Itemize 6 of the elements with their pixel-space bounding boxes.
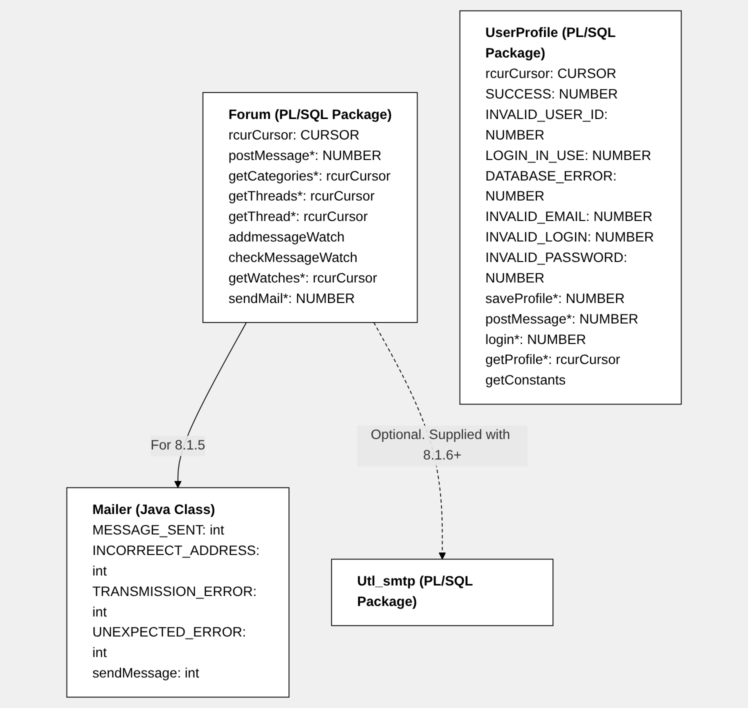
node-box: UserProfile (PL/SQL Package) rcurCursor: CURSOR SUCCESS: NUMBER INVALID_USER_ID: NUMBER LOGIN_IN_USE: NUMBER DATABASE_ERROR: NUMBER INVALID_EMAIL: NUMBER INVALID_LOGIN: NUMBER INVALID_PASSWORD: NUMBER saveProfile*: NUMBER postMessage*: NUMBER login*: NUMBER getProfile*: rcurCursor getConstants [459,10,682,405]
node-box: Utl_smtp (PL/SQL Package) [331,558,554,626]
node-box: Mailer (Java Class) MESSAGE_SENT: int INCORREECT_ADDRESS: int TRANSMISSION_ERROR: int UNEXPECTED_ERROR: int sendMessage: int [66,487,290,698]
edge-label: Optional. Supplied with 8.1.6+ [370,428,510,463]
edge-label: For 8.1.5 [150,438,206,453]
node-box: Forum (PL/SQL Package) rcurCursor: CURSOR postMessage*: NUMBER getCategories*: rcurCursor getThreads*: rcurCursor getThread*: rcurCursor addmessageWatch checkMessageWatch getWatches*: rcurCursor sendMail*: NUMBER [202,92,418,323]
